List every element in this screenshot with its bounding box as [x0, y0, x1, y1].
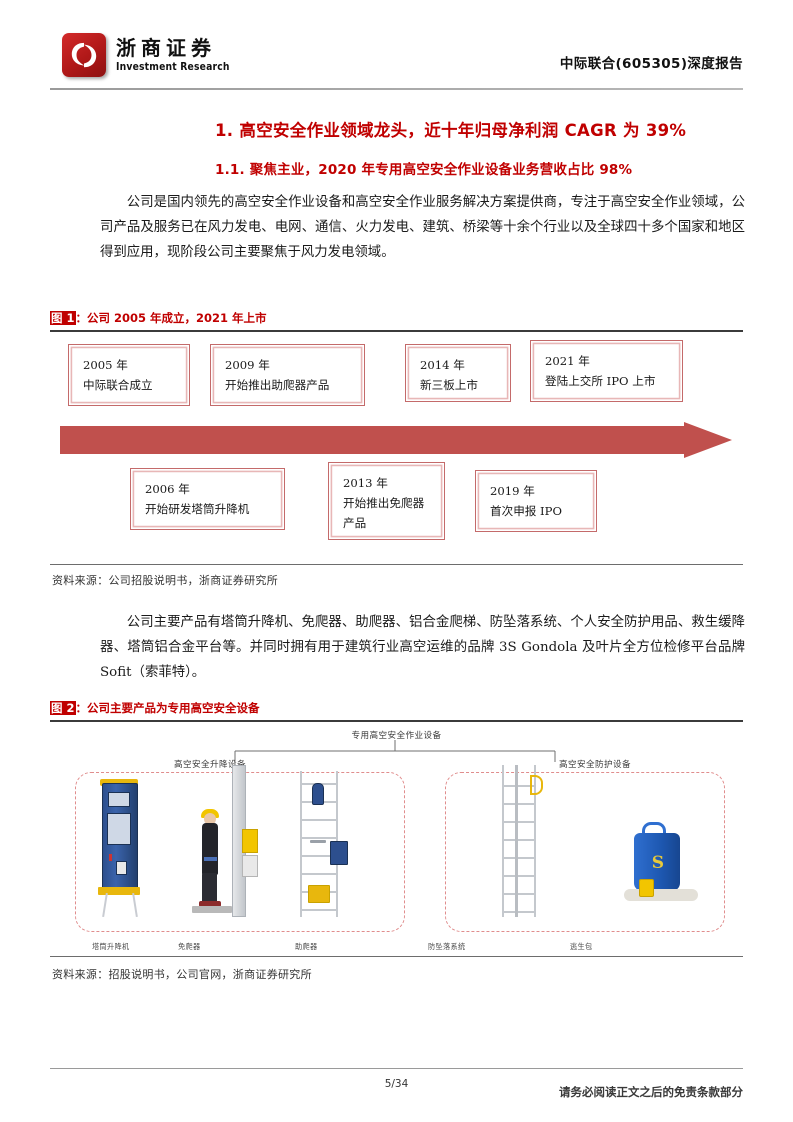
timeline-event: 登陆上交所 IPO 上市	[545, 374, 656, 388]
product-root-label: 专用高空安全作业设备	[351, 731, 442, 741]
timeline-event: 新三板上市	[420, 378, 478, 392]
footer-divider	[50, 1068, 743, 1070]
product-image-escape-bag: S	[584, 817, 714, 917]
figure-2-caption: 图 2：公司主要产品为专用高空安全设备	[50, 700, 260, 716]
timeline-box-2014: 2014 年 新三板上市	[405, 344, 511, 402]
timeline-event: 开始研发塔筒升降机	[145, 502, 250, 516]
product-group-protective: S	[445, 765, 725, 932]
section-heading-1-1: 1.1. 聚焦主业，2020 年专用高空安全作业设备业务营收占比 98%	[215, 162, 633, 178]
timeline-box-2006: 2006 年 开始研发塔筒升降机	[130, 468, 285, 530]
timeline-year: 2021 年	[545, 354, 590, 368]
product-branch-right-label: 高空安全防护设备	[559, 760, 631, 770]
product-leaf-label-escape-bag: 逃生包	[570, 942, 593, 951]
product-leaf-label-tower-hoist: 塔筒升降机	[92, 942, 130, 951]
figure-2-source: 资料来源：招股说明书，公司官网，浙商证券研究所	[52, 968, 312, 981]
timeline-year: 2006 年	[145, 482, 190, 496]
product-image-climb-assist	[288, 769, 358, 917]
page-number: 5/34	[384, 1078, 409, 1090]
product-leaf-label-climb-assist: 助爬器	[295, 942, 318, 951]
zheshang-logo-icon	[62, 33, 106, 77]
figure-2-top-rule	[50, 720, 743, 722]
footer-disclaimer: 请务必阅读正文之后的免责条款部分	[559, 1085, 743, 1099]
timeline-box-2013: 2013 年 开始推出免爬器 产品	[328, 462, 445, 540]
header-divider	[50, 88, 743, 90]
timeline-event: 中际联合成立	[83, 378, 153, 392]
timeline-box-2019: 2019 年 首次申报 IPO	[475, 470, 597, 532]
logo-swirl-icon	[71, 42, 97, 68]
timeline-event: 开始推出免爬器	[343, 496, 425, 510]
timeline-box-2009: 2009 年 开始推出助爬器产品	[210, 344, 365, 406]
timeline-year: 2009 年	[225, 358, 270, 372]
brand-logo: 浙商证券 Investment Research	[62, 33, 245, 77]
report-header-title: 中际联合(605305)深度报告	[559, 56, 743, 72]
figure-2-product-diagram: 专用高空安全作业设备 高空安全升降设备 高空安全防护设备	[50, 726, 743, 954]
timeline-event: 开始推出助爬器产品	[225, 378, 330, 392]
timeline-year: 2019 年	[490, 484, 535, 498]
timeline-box-2021: 2021 年 登陆上交所 IPO 上市	[530, 340, 683, 402]
timeline-event: 首次申报 IPO	[490, 504, 562, 518]
brand-logo-text: 浙商证券 Investment Research	[116, 37, 245, 73]
product-leaf-label-fall-arrest: 防坠落系统	[428, 942, 466, 951]
figure-1-bottom-rule	[50, 564, 743, 565]
timeline-year: 2013 年	[343, 476, 388, 490]
figure-1-source: 资料来源：公司招股说明书，浙商证券研究所	[52, 574, 278, 587]
figure-1-title: ：公司 2005 年成立，2021 年上市	[75, 311, 267, 325]
timeline-year: 2005 年	[83, 358, 128, 372]
figure-1-label: 图 1	[50, 311, 76, 325]
product-tree-connector-icon	[234, 740, 556, 762]
figure-2-bottom-rule	[50, 956, 743, 957]
figure-1-top-rule	[50, 330, 743, 332]
timeline-event-cont: 产品	[343, 516, 367, 530]
product-branch-left-label: 高空安全升降设备	[174, 760, 246, 770]
product-group-lifting	[75, 765, 405, 932]
timeline-box-2005: 2005 年 中际联合成立	[68, 344, 190, 406]
brand-name-en: Investment Research	[116, 61, 230, 73]
page-header: 浙商证券 Investment Research 中际联合(605305)深度报…	[0, 0, 793, 96]
product-image-worker-platform	[180, 762, 270, 917]
timeline-arrow-icon	[60, 422, 732, 458]
figure-1-caption: 图 1：公司 2005 年成立，2021 年上市	[50, 310, 267, 326]
product-image-tower-hoist	[94, 777, 180, 918]
brand-name-cn: 浙商证券	[116, 36, 216, 60]
figure-1-timeline: 2005 年 中际联合成立 2009 年 开始推出助爬器产品 2014 年 新三…	[50, 336, 743, 564]
figure-2-title: ：公司主要产品为专用高空安全设备	[75, 701, 260, 715]
product-image-fall-arrest	[488, 765, 548, 917]
body-paragraph-1: 公司是国内领先的高空安全作业设备和高空安全作业服务解决方案提供商，专注于高空安全…	[100, 195, 745, 260]
timeline-year: 2014 年	[420, 358, 465, 372]
product-leaf-label-free-climber: 免爬器	[178, 942, 201, 951]
body-paragraph-2: 公司主要产品有塔筒升降机、免爬器、助爬器、铝合金爬梯、防坠落系统、个人安全防护用…	[100, 615, 745, 680]
figure-2-label: 图 2	[50, 701, 76, 715]
section-heading-1: 1. 高空安全作业领域龙头，近十年归母净利润 CAGR 为 39%	[215, 121, 687, 140]
